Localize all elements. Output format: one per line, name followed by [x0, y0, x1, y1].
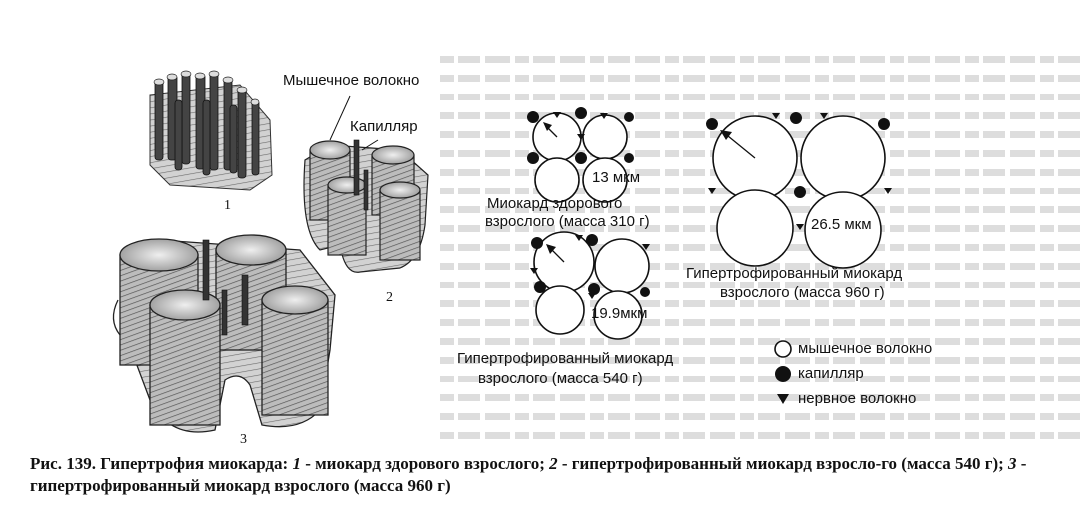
hyp960-size-label: 26.5 мкм: [811, 216, 872, 233]
legend-triangle-icon: [777, 394, 789, 404]
myocardium-block-3: [112, 234, 336, 433]
legend-capillary: капилляр: [798, 365, 864, 382]
hyp960-caption-line1: Гипертрофированный миокард: [686, 265, 903, 282]
myocardium-block-2: [303, 95, 429, 273]
legend-filled-circle-icon: [775, 366, 791, 382]
legend-open-circle-icon: [774, 340, 792, 358]
caption-num-2: 2: [549, 454, 558, 473]
hyp960-caption-line2: взрослого (масса 960 г): [720, 284, 885, 301]
diagram-healthy: [527, 107, 634, 203]
diagram-hyp540: [530, 231, 650, 340]
label-muscle-fiber: Мышечное волокно: [283, 72, 420, 89]
healthy-caption-line1: Миокард здорового: [487, 195, 623, 212]
label-block-3: 3: [240, 432, 247, 447]
healthy-caption-line2: взрослого (масса 310 г): [485, 213, 650, 230]
label-capillary: Капилляр: [350, 118, 418, 135]
caption-text-2: - гипертрофированный миокард взросло-го …: [557, 454, 1009, 473]
hyp540-caption-line2: взрослого (масса 540 г): [478, 370, 643, 387]
legend-muscle-fiber: мышечное волокно: [798, 340, 933, 357]
caption-num-3: 3: [1008, 454, 1017, 473]
label-block-1: 1: [224, 198, 231, 213]
healthy-size-label: 13 мкм: [592, 169, 641, 186]
legend-nerve-fiber: нервное волокно: [798, 390, 917, 407]
hyp540-caption-line1: Гипертрофированный миокард: [457, 350, 674, 367]
label-block-2: 2: [386, 290, 393, 305]
caption-num-1: 1: [292, 454, 301, 473]
figure-caption: Рис. 139. Гипертрофия миокарда: 1 - миок…: [30, 453, 1070, 497]
caption-text-3: - гипертрофированный миокард взрослого (…: [30, 454, 1027, 495]
caption-text-1: - миокард здорового взрослого;: [300, 454, 550, 473]
hyp540-size-label: 19.9мкм: [591, 305, 648, 322]
diagram-hyp960: [706, 112, 892, 269]
legend-symbols: [774, 340, 792, 404]
caption-prefix: Рис. 139. Гипертрофия миокарда:: [30, 454, 293, 473]
myocardium-block-1: [149, 70, 273, 191]
